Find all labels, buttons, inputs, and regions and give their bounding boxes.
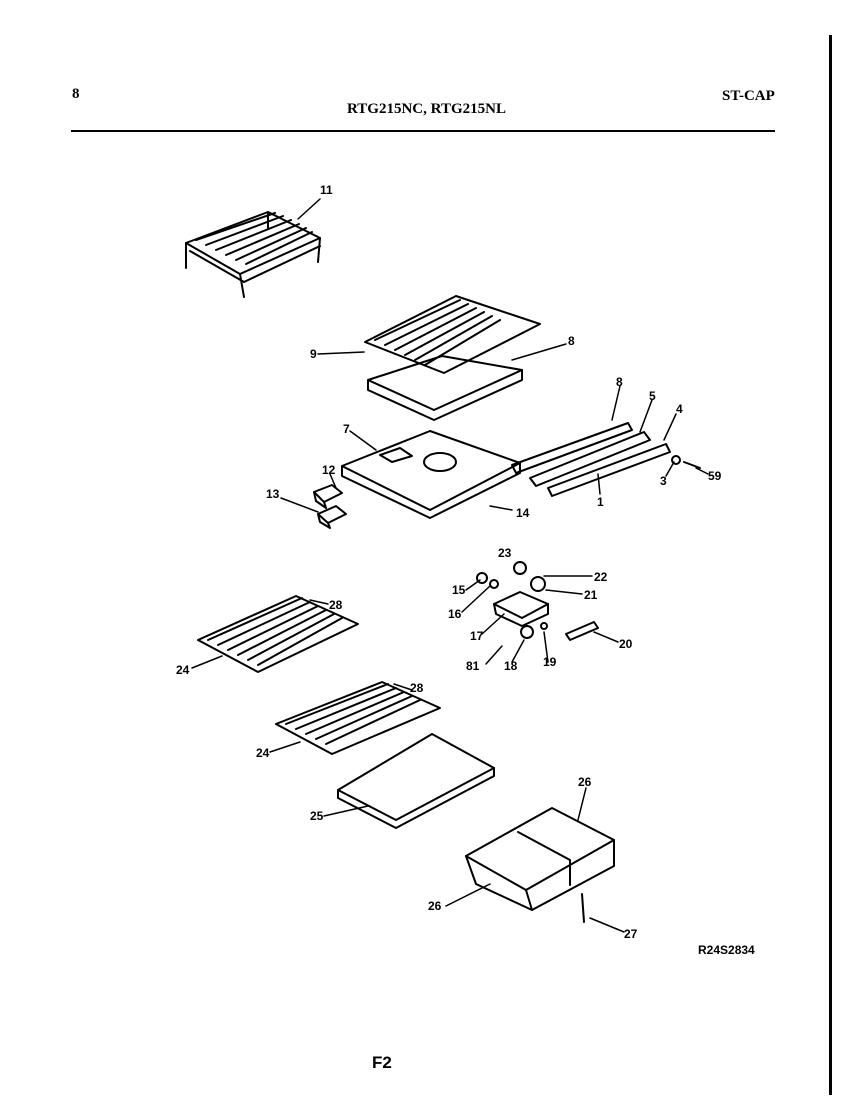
callout-28: 28 [329,598,343,612]
callout-8: 8 [568,334,575,348]
callout-15: 15 [452,583,466,597]
callout-26: 26 [428,899,442,913]
callout-9: 9 [310,347,317,361]
callout-5: 5 [649,389,656,403]
callout-22: 22 [594,570,608,584]
callout-8: 8 [616,375,623,389]
callout-23: 23 [498,546,512,560]
callout-81: 81 [466,659,480,673]
part-11-wire-shelf [185,211,321,298]
callout-1: 1 [597,495,604,509]
callout-7: 7 [343,422,350,436]
callout-16: 16 [448,607,462,621]
part-24-shelf-lower [275,681,441,755]
part-12-13-brackets [313,484,347,529]
callout-13: 13 [266,487,280,501]
callout-28: 28 [410,681,424,695]
part-26-crispers [465,807,615,911]
callout-20: 20 [619,637,633,651]
callout-12: 12 [322,463,336,477]
figure-label: F2 [372,1053,392,1072]
part-27-rod [581,893,585,923]
callout-17: 17 [470,629,484,643]
leader-lines [191,198,709,933]
part-24-shelf-upper [197,595,359,673]
callout-4: 4 [676,402,683,416]
callout-24: 24 [176,663,190,677]
callout-11: 11 [320,183,333,197]
part-control-assembly [476,561,599,641]
callout-18: 18 [504,659,518,673]
callout-3: 3 [660,474,667,488]
header-rule [71,130,775,132]
callout-14: 14 [516,506,530,520]
callout-26: 26 [578,775,592,789]
page-number: 8 [72,86,80,102]
part-25-glass-shelf [337,733,495,829]
part-9-shelf-frame [364,295,541,421]
callout-25: 25 [310,809,324,823]
scan-edge [829,35,832,1095]
part-rails [511,422,701,497]
callout-27: 27 [624,927,638,941]
callout-21: 21 [584,588,598,602]
callout-19: 19 [543,655,557,669]
callout-59: 59 [708,469,722,483]
model-title: RTG215NC, RTG215NL [347,101,506,117]
callout-24: 24 [256,746,270,760]
section-code: ST-CAP [722,88,775,104]
drawing-reference: R24S2834 [698,943,755,957]
